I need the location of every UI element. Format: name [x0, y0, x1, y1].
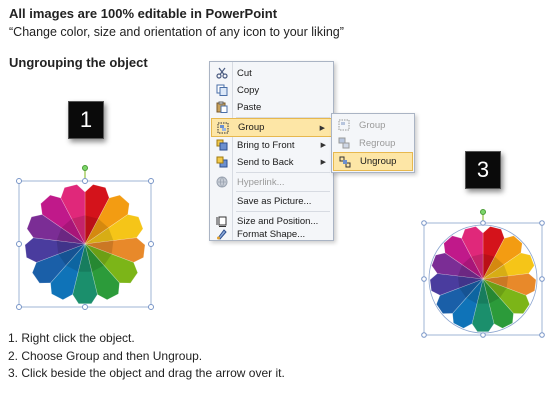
paste-icon	[215, 100, 229, 114]
wheel-object-ungrouped[interactable]	[418, 209, 548, 344]
menu-item-label: Group	[238, 122, 265, 133]
submenu-item-label: Regroup	[359, 137, 396, 149]
hyperlink-icon	[215, 175, 229, 189]
menu-item-send-to-back[interactable]: Send to Back ▶	[211, 153, 332, 171]
wheel-segment-shade	[457, 264, 483, 279]
wheel-object-selected[interactable]	[15, 165, 155, 315]
wheel-segment-shade	[483, 256, 504, 279]
menu-item-group[interactable]: Group ▶	[211, 118, 332, 137]
menu-item-label: Send to Back	[237, 156, 294, 168]
menu-item-format-shape[interactable]: Format Shape...	[211, 228, 332, 240]
wheel-segment-shade	[483, 253, 495, 279]
context-menu: Cut Copy Paste Group ▶ Bring to Front ▶ …	[209, 61, 334, 241]
menu-item-copy[interactable]: Copy	[211, 81, 332, 99]
group-submenu: Group Regroup Ungroup	[331, 113, 415, 173]
menu-item-label: Hyperlink...	[237, 176, 285, 188]
wheel-segment-shade	[466, 279, 483, 304]
submenu-item-ungroup[interactable]: Ungroup	[333, 152, 413, 171]
wheel-segment-shade	[78, 244, 92, 272]
wheel-segment-shade	[85, 244, 112, 266]
instruction-list: 1. Right click the object. 2. Choose Gro…	[8, 331, 285, 384]
wheel-segment	[482, 278, 514, 329]
page-title: All images are 100% editable in PowerPoi…	[9, 6, 278, 21]
step-badge-3: 3	[465, 151, 501, 189]
menu-item-save-as-picture[interactable]: Save as Picture...	[211, 192, 332, 210]
send-back-icon	[215, 155, 229, 169]
menu-item-paste[interactable]: Paste	[211, 98, 332, 116]
menu-item-label: Format Shape...	[237, 228, 306, 240]
copy-icon	[215, 83, 229, 97]
scissors-icon	[215, 66, 229, 80]
menu-item-size-and-position[interactable]: Size and Position...	[211, 212, 332, 230]
wheel-segment-shade	[85, 215, 99, 244]
step-badge-1: 1	[68, 101, 104, 139]
submenu-item-label: Group	[359, 119, 386, 131]
menu-item-label: Copy	[237, 84, 260, 96]
wheel-segment-shade	[459, 279, 483, 298]
wheel-segment-shade	[471, 253, 483, 279]
selection-handles	[16, 178, 154, 310]
rotation-handle	[82, 165, 88, 171]
wheel-segment-shade	[85, 240, 114, 255]
wheel-segment-shade	[61, 218, 85, 244]
menu-item-label: Bring to Front	[237, 139, 295, 151]
submenu-arrow-icon: ▶	[319, 124, 325, 132]
section-title: Ungrouping the object	[9, 55, 148, 70]
size-position-icon	[215, 214, 229, 228]
menu-item-label: Size and Position...	[237, 215, 319, 227]
wheel-segment-shade	[457, 276, 483, 288]
wheel-segment	[461, 226, 484, 280]
submenu-item-label: Ungroup	[360, 156, 397, 167]
ungroup-icon	[338, 155, 352, 169]
wheel-segment-shade	[476, 279, 490, 304]
wheel-segment-shade	[85, 218, 109, 244]
wheel-segment	[482, 278, 530, 314]
wheel-segment-shade	[58, 244, 85, 266]
wheel-segment-shade	[483, 279, 500, 304]
wheel-segment-shade	[483, 264, 509, 279]
wheel-segment	[482, 252, 535, 280]
menu-item-label: Cut	[237, 67, 252, 79]
bring-front-icon	[215, 138, 229, 152]
group-icon	[216, 121, 230, 135]
regroup-icon	[337, 136, 351, 150]
wheel-segment-shade	[85, 244, 104, 272]
wheel-outline	[428, 224, 538, 334]
group-icon	[337, 118, 351, 132]
wheel-segment-shade	[85, 227, 114, 244]
wheel-segment-shade	[56, 227, 85, 244]
wheel-segment	[84, 237, 146, 263]
menu-item-label: Paste	[237, 101, 262, 113]
menu-item-cut[interactable]: Cut	[211, 64, 332, 82]
submenu-arrow-icon: ▶	[320, 159, 326, 166]
wheel-segment-shade	[71, 215, 85, 244]
wheel-segments	[428, 224, 538, 334]
page-subtitle: “Change color, size and orientation of a…	[9, 25, 344, 39]
wheel-segments	[24, 184, 146, 304]
submenu-arrow-icon: ▶	[320, 142, 326, 149]
wheel-segment-shade	[462, 256, 483, 279]
wheel-segment	[26, 214, 86, 245]
submenu-item-regroup: Regroup	[333, 134, 413, 152]
wheel-segment-shade	[56, 240, 85, 255]
wheel-segment	[60, 184, 86, 245]
wheel-segment-shade	[483, 279, 507, 298]
instruction-step-1: 1. Right click the object.	[8, 331, 135, 345]
format-shape-icon	[215, 227, 229, 241]
instruction-step-3: 3. Click beside the object and drag the …	[8, 366, 285, 380]
instruction-step-2: 2. Choose Group and then Ungroup.	[8, 348, 203, 363]
wheel-segment-shade	[483, 276, 509, 288]
wheel-segment-shade	[66, 244, 85, 272]
submenu-item-group: Group	[333, 116, 413, 134]
rotation-handle	[480, 209, 486, 215]
menu-item-label: Save as Picture...	[237, 195, 312, 207]
menu-item-bring-to-front[interactable]: Bring to Front ▶	[211, 136, 332, 154]
menu-item-hyperlink: Hyperlink...	[211, 173, 332, 191]
